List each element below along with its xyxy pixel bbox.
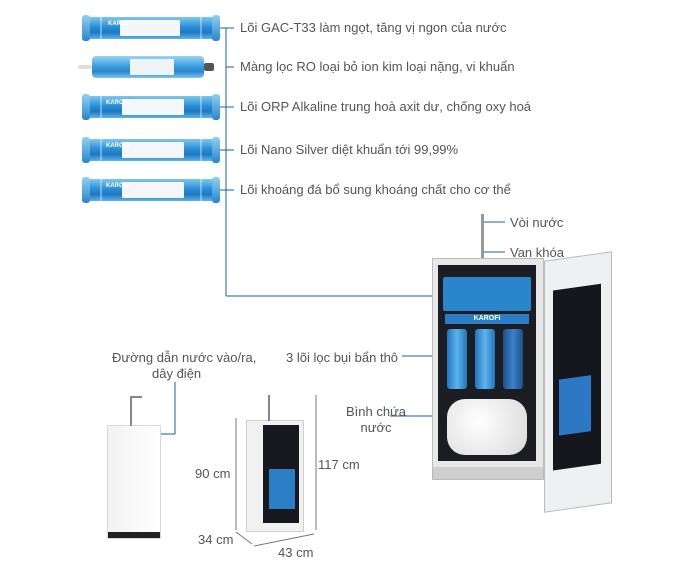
valve-label: Van khóa <box>510 245 564 260</box>
dim-width: 43 cm <box>278 545 314 560</box>
dim-height-body: 90 cm <box>195 466 231 481</box>
dim-height-total: 117 cm <box>318 457 360 472</box>
cartridge-brand: KAROFI <box>108 21 131 27</box>
machine-side-view <box>107 425 161 539</box>
tank-label: Bình chứa nước <box>346 404 407 435</box>
faucet-small <box>130 398 132 426</box>
prefilter-3 <box>503 329 523 389</box>
filter-label-nano: Lõi Nano Silver diệt khuẩn tới 99,99% <box>240 142 459 157</box>
cartridge-brand: KAROFI <box>106 100 129 106</box>
gac-t33-cartridge: KAROFI <box>82 15 220 41</box>
cartridge-brand: KAROFI <box>106 143 129 149</box>
dim-depth: 34 cm <box>198 532 234 547</box>
faucet-label: Vòi nước <box>510 215 564 230</box>
cabinet-door <box>544 251 612 513</box>
ro-membrane <box>78 56 214 78</box>
pipe-label-line1: Đường dẫn nước vào/ra, <box>112 350 257 365</box>
machine-dimension-view <box>246 420 304 532</box>
faucet-dimension <box>268 395 270 421</box>
mineral-stone-cartridge: KAROFI <box>82 177 220 203</box>
faucet-large <box>481 214 484 258</box>
machine-open-view: KAROFI <box>432 258 544 480</box>
filter-label-ro: Màng lọc RO loại bỏ ion kim loại nặng, v… <box>240 59 515 74</box>
cartridge-brand: KAROFI <box>106 183 129 189</box>
prefilters-label: 3 lõi lọc bụi bẩn thô <box>286 350 399 365</box>
machine-brand: KAROFI <box>445 314 529 324</box>
filter-label-gac: Lõi GAC-T33 làm ngọt, tăng vị ngon của n… <box>240 20 507 35</box>
ro-tray <box>443 277 531 311</box>
prefilter-2 <box>475 329 495 389</box>
filter-label-mineral: Lõi khoáng đá bổ sung khoáng chất cho cơ… <box>240 182 511 197</box>
orp-alkaline-cartridge: KAROFI <box>82 94 220 120</box>
water-tank <box>447 399 527 455</box>
filter-label-orp: Lõi ORP Alkaline trung hoà axit dư, chốn… <box>240 99 532 114</box>
pipe-label-line2: dây điện <box>152 366 202 381</box>
nano-silver-cartridge: KAROFI <box>82 137 220 163</box>
prefilter-1 <box>447 329 467 389</box>
